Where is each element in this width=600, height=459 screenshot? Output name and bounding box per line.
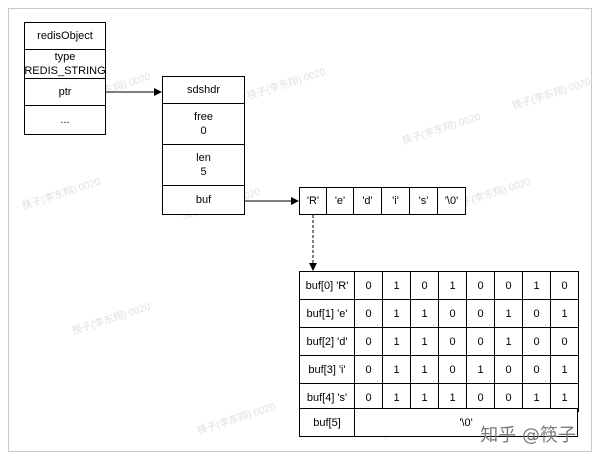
len-value: 5 [200,166,207,178]
bit-row-label-text: buf[3] 'i' [308,363,346,376]
bit-value: 1 [561,391,568,404]
bit-cell: 0 [494,355,523,384]
buf-char: 'e' [334,195,346,207]
buf-char: 'd' [362,195,373,207]
bit-cell: 0 [438,327,467,356]
bit-value: 0 [449,335,456,348]
bit-value: 0 [421,279,428,292]
bit-value: 0 [449,307,456,320]
bit-value: 0 [365,391,372,404]
buf-char-cell: 'd' [353,187,382,215]
diagram-frame [8,8,592,452]
ellipsis-text: ... [60,114,70,126]
bit-value: 1 [505,307,512,320]
sdshdr-free: free 0 [162,103,245,145]
bit-value: 1 [533,279,540,292]
bit-value: 0 [365,363,372,376]
bit-row-label: buf[5] [299,408,355,437]
bit-value: 1 [393,279,400,292]
bit-row-label: buf[2] 'd' [299,327,355,356]
bit-value: 1 [561,363,568,376]
terminator-value: '\0' [459,416,473,429]
bit-cell: 1 [410,355,439,384]
bit-cell: 1 [494,327,523,356]
bit-value: 0 [533,307,540,320]
bit-row-label-text: buf[5] [313,416,341,429]
bit-row-label: buf[1] 'e' [299,299,355,328]
bit-value: 1 [421,335,428,348]
bit-value: 0 [449,363,456,376]
buf-char: 'R' [306,195,320,207]
bit-cell: 0 [410,271,439,300]
bit-cell: 0 [522,355,551,384]
bit-value: 1 [449,279,456,292]
bit-value: 0 [561,335,568,348]
bit-row-label-text: buf[2] 'd' [306,335,348,348]
buf-char-cell: '\0' [437,187,466,215]
bit-value: 0 [477,279,484,292]
bit-row-terminator: '\0' [354,408,578,437]
bit-row-label: buf[0] 'R' [299,271,355,300]
type-value: REDIS_STRING [24,65,106,77]
bit-value: 0 [505,363,512,376]
bit-row-label: buf[4] 's' [299,383,355,412]
bit-cell: 1 [550,299,579,328]
bit-value: 1 [533,391,540,404]
brand-watermark: 知乎 @筷子 [480,425,576,446]
bit-value: 0 [477,307,484,320]
bit-value: 1 [393,391,400,404]
bit-value: 0 [505,391,512,404]
bit-cell: 1 [522,383,551,412]
sdshdr-title-text: sdshdr [186,84,221,96]
len-label: len [196,152,211,164]
buf-char-cell: 'R' [299,187,327,215]
buf-char: 'i' [392,195,399,207]
sdshdr-len: len 5 [162,144,245,186]
bit-value: 0 [477,391,484,404]
redisobject-title-text: redisObject [37,30,93,42]
bit-value: 1 [561,307,568,320]
bit-row-label-text: buf[1] 'e' [306,307,348,320]
buf-text: buf [195,194,212,206]
bit-value: 0 [533,363,540,376]
bit-value: 0 [505,279,512,292]
buf-char: '\0' [444,195,459,207]
bit-value: 1 [421,391,428,404]
bit-value: 0 [533,335,540,348]
bit-value: 0 [561,279,568,292]
bit-value: 1 [449,391,456,404]
bit-value: 1 [477,363,484,376]
sdshdr-buf: buf [162,185,245,215]
free-label: free [194,111,213,123]
bit-cell: 1 [550,355,579,384]
redisobject-ptr: ptr [24,78,106,106]
bit-value: 0 [365,279,372,292]
bit-value: 1 [393,335,400,348]
sdshdr-title: sdshdr [162,76,245,104]
buf-char: 's' [418,195,429,207]
buf-char-cell: 's' [409,187,438,215]
type-label: type [54,51,76,63]
redisobject-ellipsis: ... [24,105,106,135]
bit-value: 0 [477,335,484,348]
ptr-text: ptr [58,86,72,98]
bit-row-label-text: buf[0] 'R' [305,279,349,292]
bit-row-label-text: buf[4] 's' [306,391,348,404]
bit-value: 1 [505,335,512,348]
bit-value: 1 [421,363,428,376]
bit-cell: 0 [550,327,579,356]
bit-value: 0 [365,335,372,348]
bit-value: 1 [421,307,428,320]
bit-value: 1 [393,307,400,320]
free-value: 0 [200,125,207,137]
bit-cell: 1 [550,383,579,412]
bit-value: 1 [393,363,400,376]
bit-value: 0 [365,307,372,320]
bit-cell: 0 [494,271,523,300]
buf-char-cell: 'i' [381,187,410,215]
bit-cell: 0 [354,383,383,412]
